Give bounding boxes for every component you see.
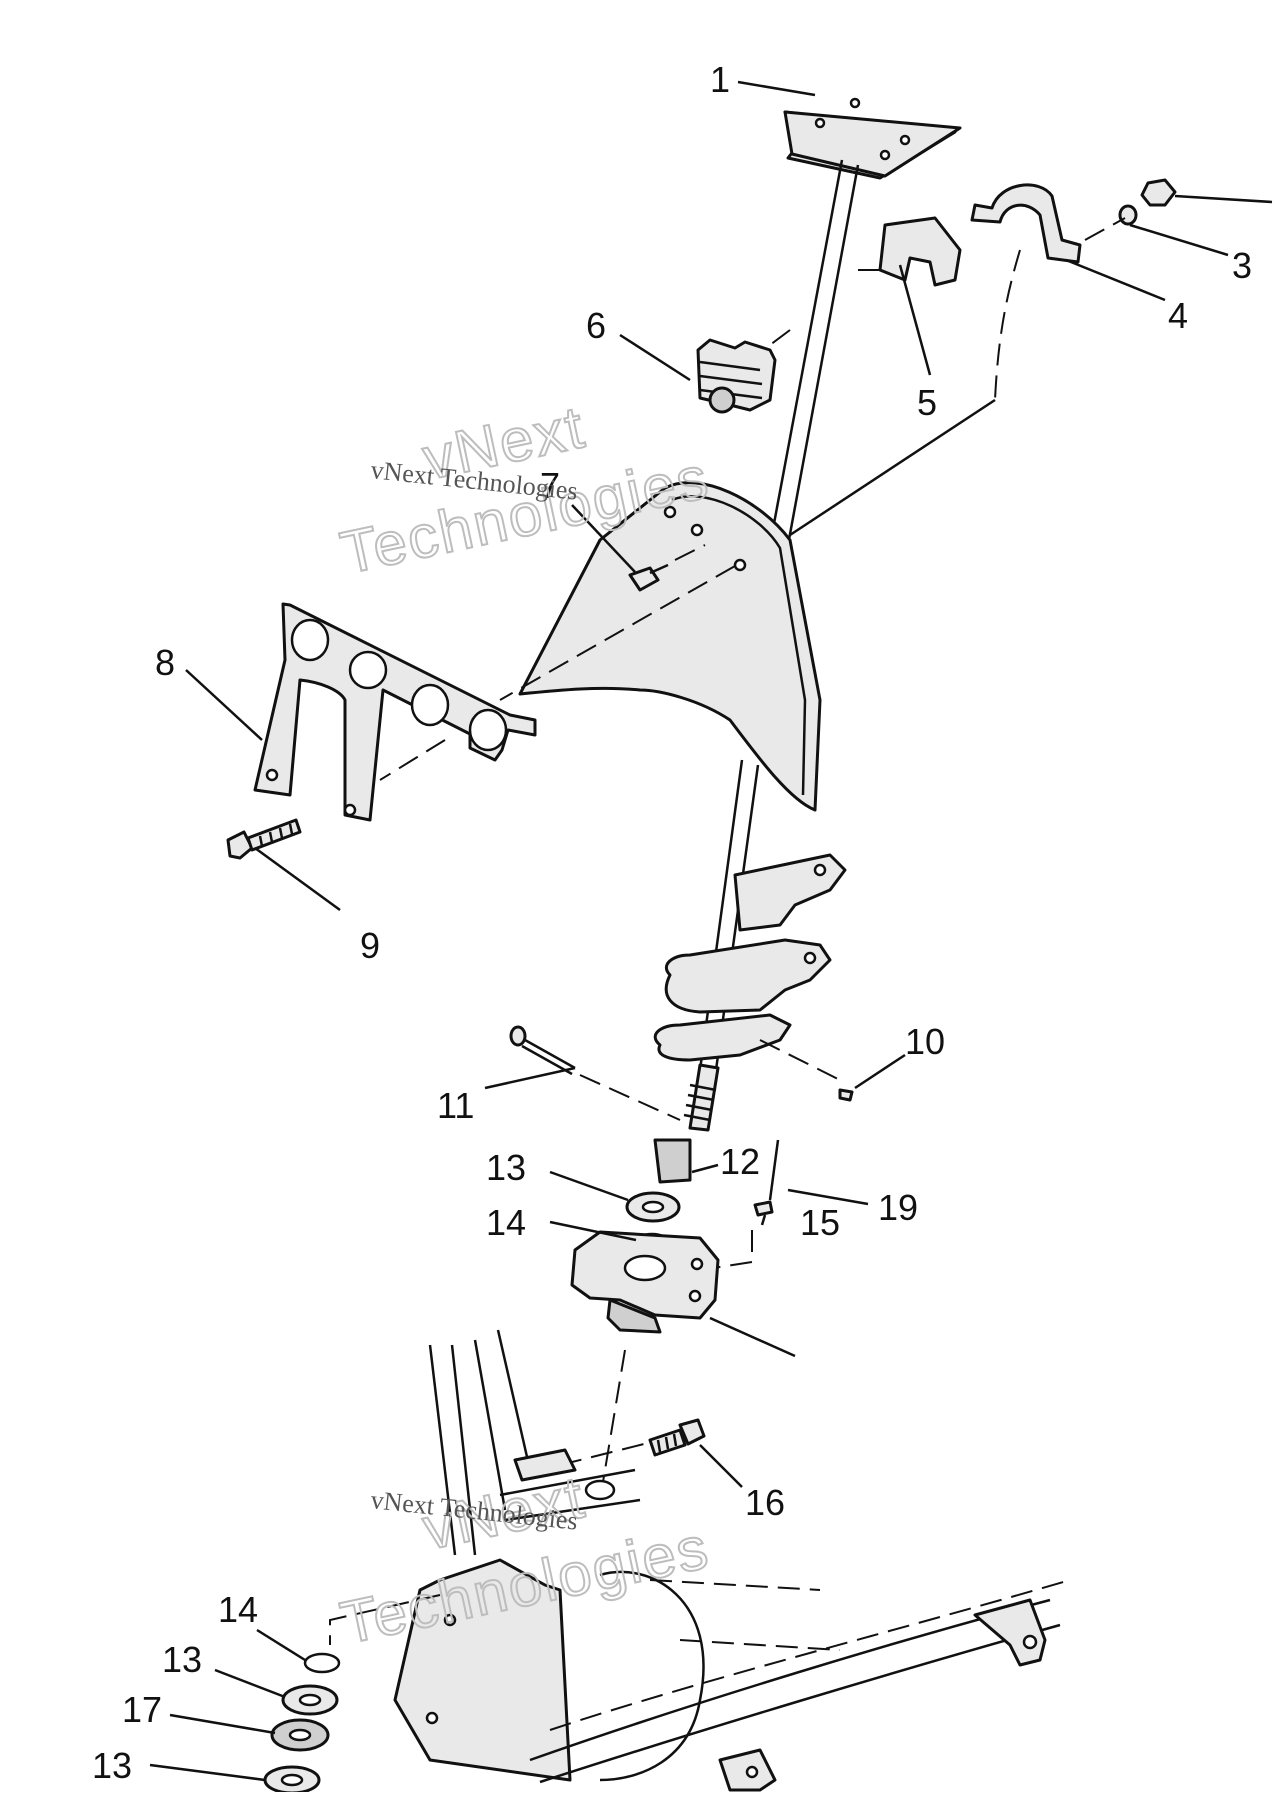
part-9-bolt — [226, 818, 302, 860]
part-5-block — [878, 216, 962, 287]
part-7-bolt — [628, 563, 669, 592]
part-3-nut-washer — [1118, 178, 1273, 226]
callout-labels: 1 3 4 5 6 7 8 9 10 11 12 13 14 15 16 19 … — [92, 59, 1252, 1786]
callout-5: 5 — [917, 382, 937, 423]
callout-19: 19 — [878, 1187, 918, 1228]
callout-6: 6 — [586, 305, 606, 346]
part-14-oring-lower — [303, 1652, 341, 1674]
callout-3: 3 — [1232, 245, 1252, 286]
callout-15: 15 — [800, 1202, 840, 1243]
callout-8: 8 — [155, 642, 175, 683]
callout-4: 4 — [1168, 295, 1188, 336]
part-8-bracket — [253, 602, 537, 822]
callout-10: 10 — [905, 1021, 945, 1062]
callout-12: 12 — [720, 1141, 760, 1182]
part-11-cotter-pin — [509, 1025, 576, 1076]
leader-lines — [149, 80, 1229, 1782]
callout-17: 17 — [122, 1689, 162, 1730]
callout-11: 11 — [437, 1085, 474, 1126]
part-13-washer-upper — [625, 1191, 681, 1223]
part-13-washer-lower-b — [263, 1765, 321, 1795]
callout-14: 14 — [486, 1202, 526, 1243]
part-6-damper — [696, 338, 777, 414]
steering-post-upper — [768, 159, 860, 546]
part-15-steering-block — [570, 1230, 720, 1334]
part-16-bolt — [648, 1418, 706, 1457]
callout-13-lower-a: 13 — [162, 1639, 202, 1680]
part-17-bushing — [270, 1718, 330, 1752]
part-10-pin — [838, 1088, 854, 1102]
hood-bracket — [518, 481, 822, 812]
part-4-clamp — [970, 183, 1082, 264]
part-19-screw — [753, 1139, 780, 1226]
part-12-threaded-end — [653, 1063, 720, 1184]
callout-14-lower: 14 — [218, 1589, 258, 1630]
callout-16: 16 — [745, 1482, 785, 1523]
steering-bracket-arms — [653, 853, 847, 1062]
part-1-top-plate — [783, 97, 962, 180]
part-13-washer-lower-a — [281, 1684, 339, 1716]
callout-7: 7 — [540, 465, 560, 506]
callout-9: 9 — [360, 925, 380, 966]
callout-13-lower-b: 13 — [92, 1745, 132, 1786]
callout-1: 1 — [710, 59, 730, 100]
chassis-frame — [393, 1329, 1071, 1792]
callout-13: 13 — [486, 1147, 526, 1188]
